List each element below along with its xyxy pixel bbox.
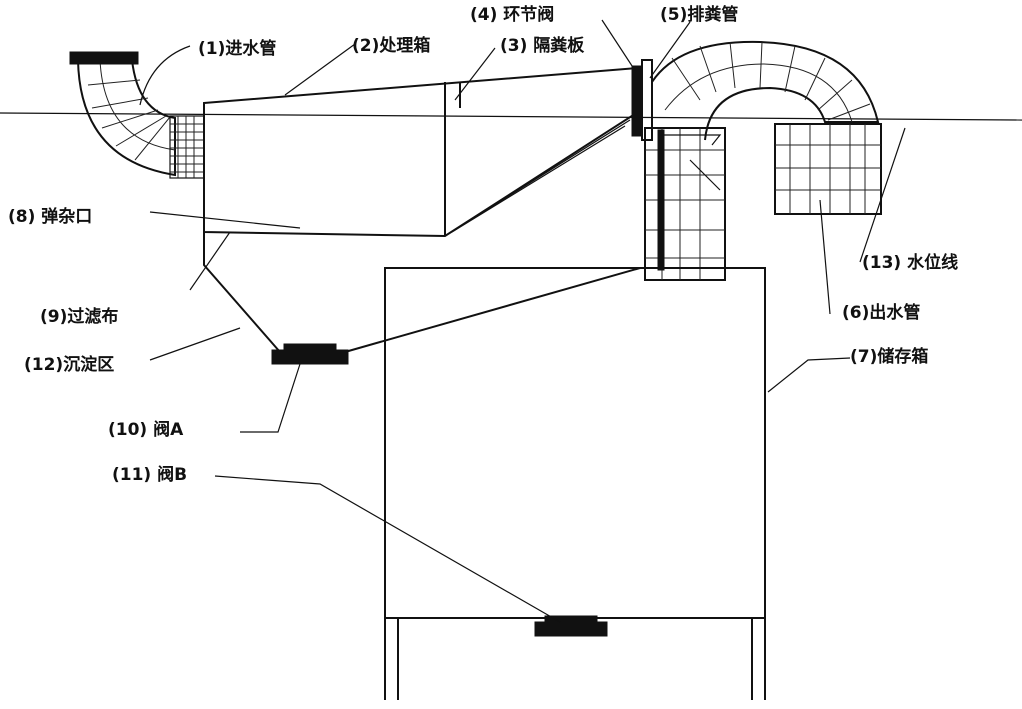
label-storage-tank: (7)储存箱: [850, 346, 928, 367]
outlet-pipe: [774, 123, 882, 215]
valve-a: [271, 343, 349, 365]
inlet-pipe-flange: [69, 51, 139, 65]
sludge-discharge-pipe: [651, 40, 880, 141]
label-loop-valve: (4) 环节阀: [470, 4, 554, 25]
label-valve-b: (11) 阀B: [112, 464, 187, 485]
label-processing-tank: (2)处理箱: [352, 35, 430, 56]
vertical-pipe: [644, 127, 726, 281]
label-filter-cloth: (9)过滤布: [40, 306, 118, 327]
label-bounce-port: (8) 弹杂口: [8, 206, 92, 227]
valve-b: [534, 615, 608, 637]
loop-valve: [631, 65, 643, 137]
label-valve-a: (10) 阀A: [108, 419, 184, 440]
loop-valve-frame: [641, 59, 653, 141]
sedimentation-zone: [203, 232, 765, 353]
label-sedimentation-zone: (12)沉淀区: [24, 354, 114, 375]
label-sludge-pipe: (5)排粪管: [660, 4, 738, 25]
label-separator-plate: (3) 隔粪板: [500, 35, 585, 56]
water-level-line: [0, 112, 1022, 121]
label-water-level: (13) 水位线: [862, 252, 958, 273]
inlet-pipe: [69, 51, 205, 179]
label-outlet-pipe: (6)出水管: [842, 302, 920, 323]
processing-tank: [203, 66, 639, 238]
label-inlet-pipe: (1)进水管: [198, 38, 276, 59]
leader-lines: [139, 19, 906, 623]
